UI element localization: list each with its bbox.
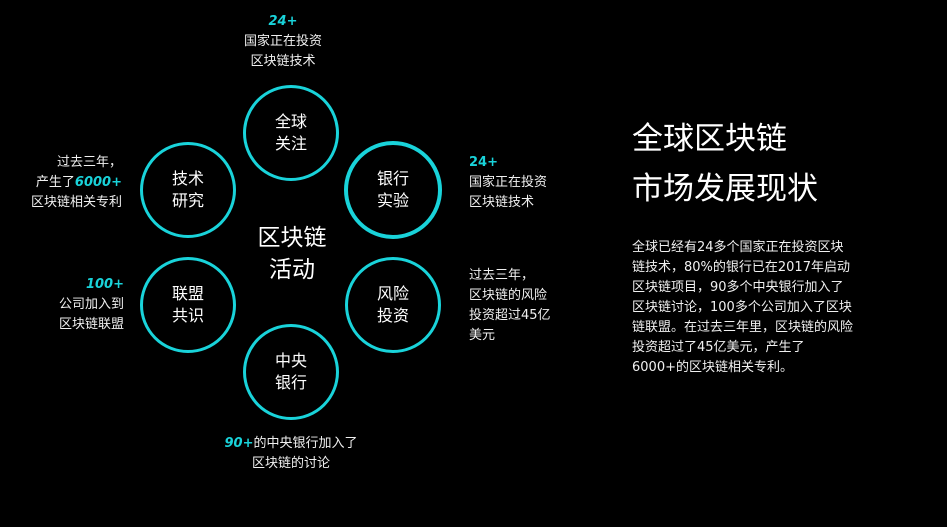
note-suffix: 的中央银行加入了 bbox=[253, 436, 358, 451]
note-highlight: 100+ bbox=[85, 277, 124, 292]
note-line: 产生了6000+ bbox=[10, 173, 122, 193]
note-left-upper: 过去三年， 产生了6000+ 区块链相关专利 bbox=[10, 153, 122, 213]
note-highlight: 6000+ bbox=[74, 175, 122, 190]
note-line: 国家正在投资 bbox=[469, 175, 548, 190]
note-line: 90+的中央银行加入了 bbox=[200, 434, 382, 454]
note-line: 区块链技术 bbox=[469, 195, 535, 210]
note-bottom: 90+的中央银行加入了 区块链的讨论 bbox=[200, 434, 382, 474]
note-right-upper: 24+ 国家正在投资 区块链技术 bbox=[469, 153, 547, 213]
node-tech-research: 技术 研究 bbox=[140, 142, 236, 238]
center-line-1: 区块链 bbox=[257, 225, 327, 251]
note-prefix: 产生了 bbox=[35, 175, 75, 190]
note-left-lower: 100+ 公司加入到 区块链联盟 bbox=[10, 275, 124, 335]
note-line: 过去三年， bbox=[56, 155, 122, 170]
node-label: 银行 bbox=[376, 169, 409, 188]
note-line: 投资超过45亿 bbox=[469, 308, 551, 323]
node-label: 全球 bbox=[274, 112, 307, 131]
note-line: 区块链相关专利 bbox=[30, 195, 122, 210]
note-top: 24+ 国家正在投资 区块链技术 bbox=[233, 12, 333, 72]
node-label: 银行 bbox=[274, 373, 307, 392]
note-right-lower: 过去三年， 区块链的风险 投资超过45亿 美元 bbox=[469, 266, 551, 346]
note-line: 美元 bbox=[469, 328, 496, 343]
node-label: 共识 bbox=[171, 306, 204, 325]
node-label: 技术 bbox=[171, 169, 204, 188]
page-title: 全球区块链 市场发展现状 bbox=[632, 114, 818, 214]
note-highlight: 90+ bbox=[224, 436, 254, 451]
node-label: 风险 bbox=[376, 284, 409, 303]
center-line-2: 活动 bbox=[269, 257, 315, 283]
node-alliance-consensus: 联盟 共识 bbox=[140, 257, 236, 353]
node-label: 实验 bbox=[376, 191, 409, 210]
note-line: 公司加入到 bbox=[58, 297, 124, 312]
note-line: 国家正在投资 bbox=[243, 34, 322, 49]
note-line: 区块链的讨论 bbox=[251, 456, 330, 471]
node-label: 中央 bbox=[274, 351, 307, 370]
node-label: 关注 bbox=[274, 134, 307, 153]
node-central-bank: 中央 银行 bbox=[243, 324, 339, 420]
note-highlight: 24+ bbox=[268, 14, 298, 29]
note-line: 区块链联盟 bbox=[58, 317, 124, 332]
node-label: 联盟 bbox=[171, 284, 204, 303]
node-global-attention: 全球 关注 bbox=[243, 85, 339, 181]
note-line: 区块链的风险 bbox=[469, 288, 548, 303]
node-label: 投资 bbox=[376, 306, 409, 325]
note-line: 区块链技术 bbox=[250, 54, 316, 69]
title-line-2: 市场发展现状 bbox=[632, 171, 818, 207]
node-label: 研究 bbox=[171, 191, 204, 210]
note-highlight: 24+ bbox=[469, 155, 498, 170]
node-venture-investment: 风险 投资 bbox=[345, 257, 441, 353]
note-line: 过去三年， bbox=[469, 268, 535, 283]
title-line-1: 全球区块链 bbox=[632, 121, 787, 157]
center-label: 区块链 活动 bbox=[242, 222, 342, 286]
node-bank-experiment: 银行 实验 bbox=[344, 141, 442, 239]
description: 全球已经有24多个国家正在投资区块链技术，80%的银行已在2017年启动区块链项… bbox=[632, 240, 854, 375]
